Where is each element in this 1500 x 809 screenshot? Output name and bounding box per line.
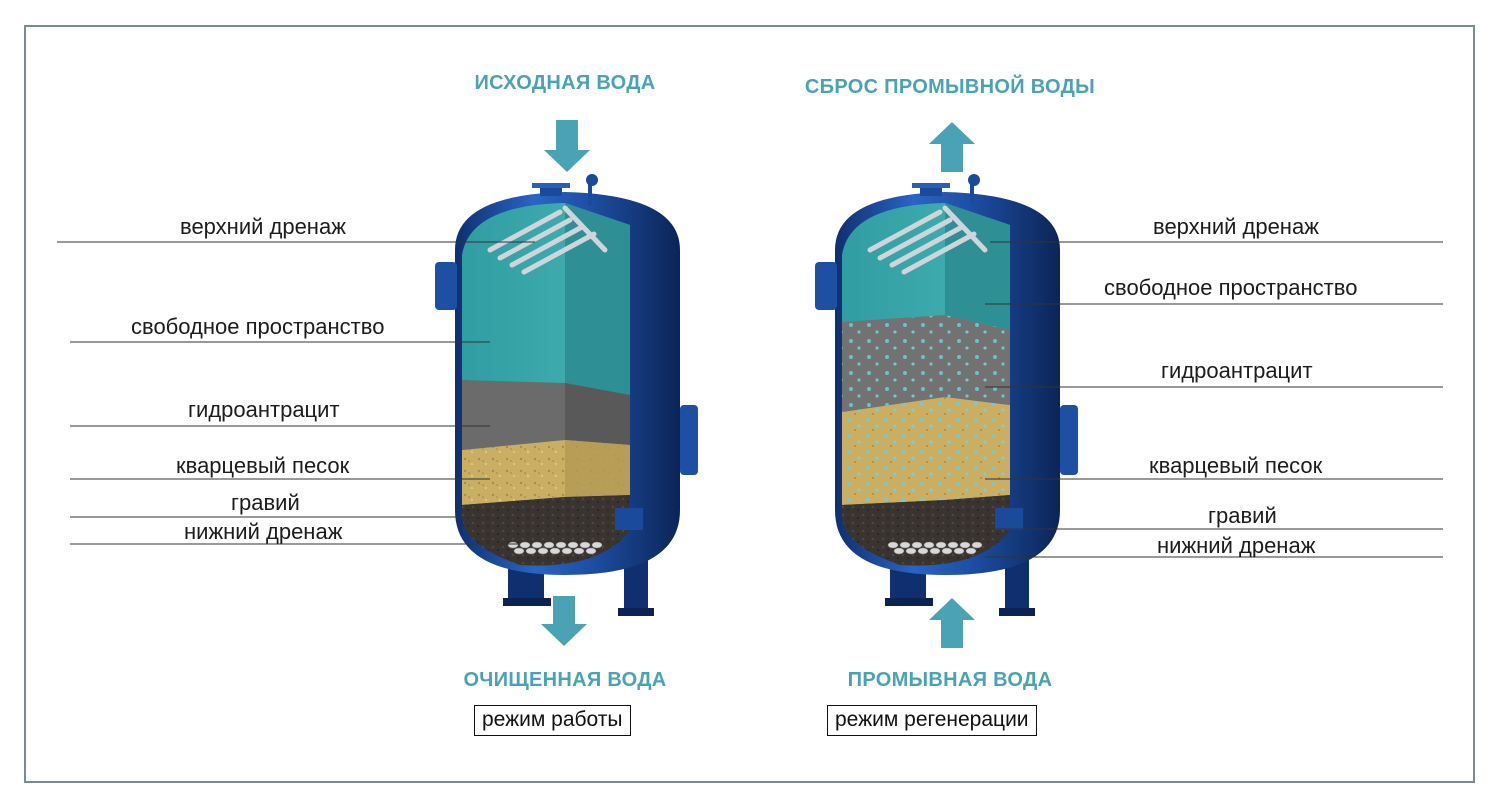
label-gravel-right: гравий — [1208, 503, 1277, 528]
label-top-drain-right: верхний дренаж — [1153, 214, 1319, 239]
label-bottom-drain-left: нижний дренаж — [184, 519, 343, 544]
label-hydroanthracite-left: гидроантрацит — [188, 397, 340, 422]
inlet-label-right: ПРОМЫВНАЯ ВОДА — [847, 669, 1053, 691]
label-quartz-sand-left: кварцевый песок — [176, 453, 350, 478]
label-free-space-right: свободное пространство — [1104, 275, 1358, 300]
right-vessel — [815, 122, 1078, 648]
outlet-arrow-down — [541, 596, 587, 646]
label-top-drain-left: верхний дренаж — [180, 214, 346, 239]
label-free-space-left: свободное пространство — [131, 314, 385, 339]
outlet-label-right: СБРОС ПРОМЫВНОЙ ВОДЫ — [804, 76, 1096, 98]
label-bottom-drain-right: нижний дренаж — [1157, 533, 1316, 558]
left-vessel — [435, 120, 698, 646]
label-hydroanthracite-right: гидроантрацит — [1161, 358, 1313, 383]
label-gravel-left: гравий — [231, 490, 300, 515]
inlet-label-left: ИСХОДНАЯ ВОДА — [474, 72, 656, 94]
mode-label-regeneration: режим регенерации — [827, 705, 1037, 736]
diagram-frame — [24, 25, 1475, 783]
mode-label-operation: режим работы — [474, 705, 631, 736]
outlet-label-left: ОЧИЩЕННАЯ ВОДА — [463, 669, 667, 691]
inlet-arrow-down — [544, 120, 590, 172]
outlet-arrow-up — [929, 122, 975, 172]
inlet-arrow-up — [929, 598, 975, 648]
label-quartz-sand-right: кварцевый песок — [1149, 453, 1323, 478]
